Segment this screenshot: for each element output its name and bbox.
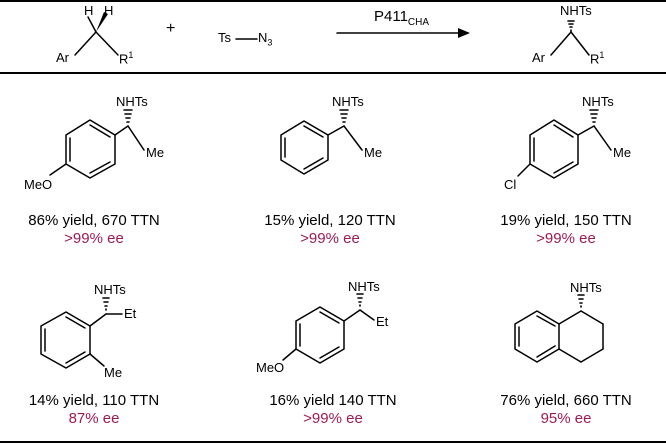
product-nhts-label: NHTs [560,3,592,18]
product-1-ee: >99% ee [64,230,124,247]
product-5-ring-substituent: MeO [256,360,285,375]
product-2-ee: >99% ee [300,230,360,247]
product-1-structure [49,109,145,179]
product-aryl-label: Ar [532,50,545,65]
sm-r-label: R1 [119,50,134,67]
product-5-substituent: Et [376,314,389,329]
product-6-ee: 95% ee [540,410,592,427]
plus-sign: + [166,20,176,37]
sm-hydrogen-1: H [84,3,94,18]
product-2-structure [280,109,363,175]
product-r-label: R1 [590,50,605,67]
product-2-nhts: NHTs [332,94,364,109]
catalyst-label: P411CHA [374,8,430,28]
product-6-yield: 76% yield, 660 TTN [500,392,632,409]
bottom-rule [0,441,666,443]
product-4-substituent: Et [124,306,137,321]
sm-aryl-label: Ar [56,50,69,65]
product-3-structure [517,109,612,179]
product-3-ring-substituent: Cl [504,177,517,192]
product-3-substituent: Me [613,145,632,160]
product-4-yield: 14% yield, 110 TTN [28,392,160,409]
product-1-ring-substituent: MeO [24,177,53,192]
product-4-ee: 87% ee [68,410,120,427]
product-1-nhts: NHTs [116,94,148,109]
product-1-yield: 86% yield, 670 TTN [28,212,160,229]
divider-rule [0,72,666,74]
product-4-structure [40,297,123,369]
product-2-substituent: Me [364,145,383,160]
product-5-yield: 16% yield 140 TTN [269,392,397,409]
product-3-yield: 19% yield, 150 TTN [500,212,632,229]
product-4-nhts: NHTs [94,282,126,297]
reagent-azide-label: N3 [258,30,273,48]
sm-hydrogen-2: H [104,3,114,18]
starting-material-structure [74,12,119,56]
product-1-substituent: Me [146,145,165,160]
product-3-ee: >99% ee [536,230,596,247]
reaction-arrow [336,28,470,38]
product-5-structure [282,293,375,364]
product-3-nhts: NHTs [582,94,614,109]
product-general-structure [550,20,590,56]
product-2-yield: 15% yield, 120 TTN [264,212,396,229]
product-5-nhts: NHTs [348,279,380,294]
product-6-structure [514,294,604,363]
top-rule [0,0,666,2]
product-4-ring-substituent: Me [104,365,123,380]
product-5-ee: >99% ee [303,410,363,427]
product-6-nhts: NHTs [570,280,602,295]
reagent-ts-label: Ts [218,30,231,45]
